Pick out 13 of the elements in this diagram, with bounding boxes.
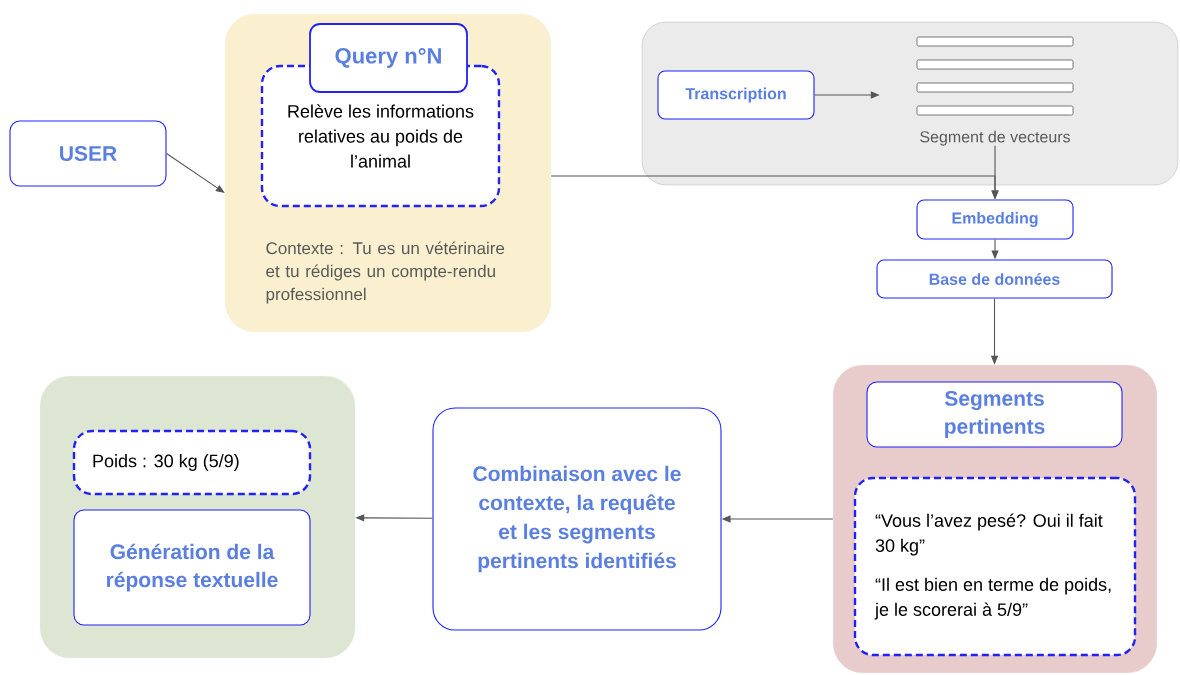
vector-stack: Segment de vecteurs <box>916 36 1074 146</box>
node-label: Segment de vecteurs <box>920 130 1070 146</box>
process-box: Génération de la réponse textuelle <box>73 509 311 626</box>
process-box: Base de données <box>876 259 1113 299</box>
quote-box: “Vous l’avez pesé? Oui il fait 30 kg” “Il est bien en terme de poids, je le scorerai à 5/9” <box>853 476 1137 657</box>
query-box: Query n°N <box>309 23 468 93</box>
process-box: USER <box>9 120 167 187</box>
process-box: Segments pertinents <box>866 381 1123 448</box>
process-box: Transcription <box>657 70 815 120</box>
result-box: Poids : 30 kg (5/9) <box>72 429 312 496</box>
process-box: Embedding <box>916 199 1074 240</box>
process-box: Combinaison avec le contexte, la requête et les segments pertinents identifiés <box>432 407 722 631</box>
arrow <box>166 152 225 193</box>
